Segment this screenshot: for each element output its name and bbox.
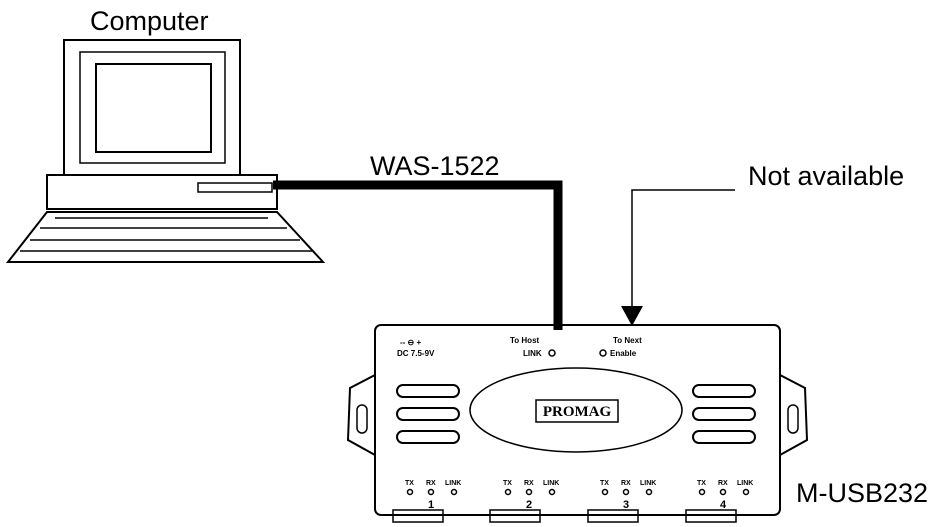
enable-led [599,349,607,357]
svg-text:TX: TX [503,480,512,487]
svg-text:TX: TX [697,480,706,487]
device-label: M-USB232 [796,478,928,508]
port-group-4: TX RX LINK 4 [697,480,753,511]
svg-text:RX: RX [426,480,436,487]
vent-slot [396,407,460,421]
vent-slot [692,384,756,398]
monitor-bezel [79,51,226,164]
power-rating: DC 7.5-9V [397,349,435,358]
vent-slot [692,407,756,421]
port-group-3: TX RX LINK 3 [600,480,656,511]
port-number: 1 [428,499,434,511]
drive-slot [197,182,273,193]
port-group-1: TX RX LINK 1 [405,480,461,511]
m-usb232-device: PROMAG -- ⊖ + DC 7.5-9V To Host LINK To … [346,324,809,523]
link-label: LINK [523,349,542,358]
computer-label: Computer [90,6,209,36]
usb-cable [273,180,563,330]
not-available-label: Not available [748,161,904,191]
link-led [548,349,556,357]
svg-text:LINK: LINK [640,480,656,487]
device-body [374,324,781,516]
vent-slot [396,430,460,444]
logo-box [535,399,619,423]
promag-logo: PROMAG [543,404,612,420]
left-mount-ear [346,374,376,456]
vent-slot [692,430,756,444]
to-next-label: To Next [613,336,642,345]
svg-text:LINK: LINK [445,480,461,487]
svg-text:RX: RX [718,480,728,487]
svg-text:RX: RX [621,480,631,487]
svg-text:LINK: LINK [543,480,559,487]
svg-text:LINK: LINK [737,480,753,487]
svg-text:RX: RX [524,480,534,487]
to-host-label: To Host [510,336,540,345]
port-number: 4 [720,499,727,511]
port-number: 3 [623,499,629,511]
keyboard [5,211,326,263]
vent-slot [396,384,460,398]
monitor-frame [63,39,241,176]
computer-illustration [5,39,326,263]
svg-text:TX: TX [600,480,609,487]
right-mount-ear [779,374,809,456]
cable-label: WAS-1522 [370,151,500,181]
power-symbol: -- ⊖ + [400,338,421,347]
monitor-screen [95,63,212,153]
callout-line [631,189,735,310]
callout-arrow [621,306,643,326]
port-number: 2 [526,499,532,511]
logo-ellipse [469,367,683,453]
port-group-2: TX RX LINK 2 [503,480,559,511]
system-unit [46,174,278,210]
enable-label: Enable [610,349,637,358]
svg-text:TX: TX [405,480,414,487]
